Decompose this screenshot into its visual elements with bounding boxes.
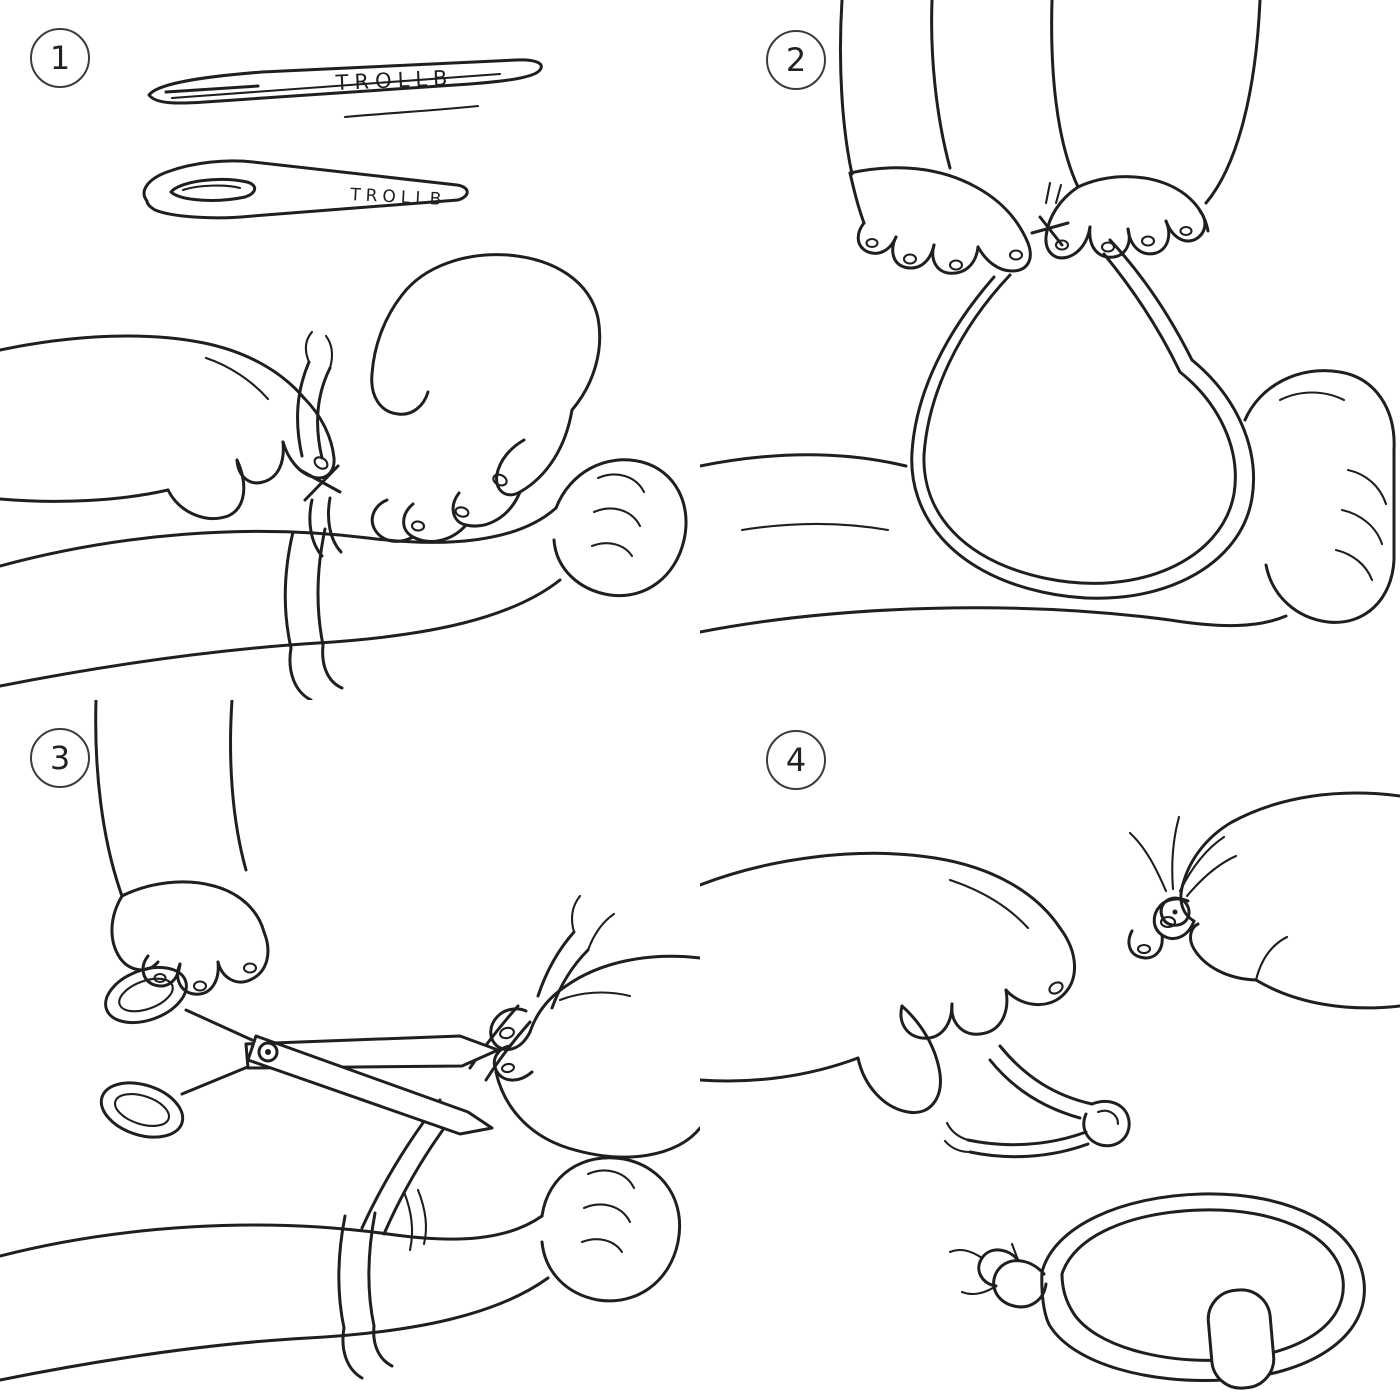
finished-bracelet xyxy=(948,1192,1366,1390)
right-pulling-hand xyxy=(1044,0,1262,260)
left-hand xyxy=(700,851,1076,1115)
brand-label-flat: TROLLB xyxy=(334,66,454,95)
knot xyxy=(298,464,343,558)
step-4-number: 4 xyxy=(785,741,807,779)
left-hand xyxy=(0,334,336,520)
scissors xyxy=(99,965,500,1139)
bracelet-bead xyxy=(1206,1288,1276,1390)
step-3-number: 3 xyxy=(49,739,71,777)
step-3-panel: 3 xyxy=(0,700,700,1400)
step-2-badge: 2 xyxy=(766,30,826,90)
small-knot xyxy=(1128,815,1238,927)
wearer-fist xyxy=(1243,369,1396,624)
strap-with-knot xyxy=(943,1044,1131,1159)
wearer-arm-and-fist xyxy=(0,1156,682,1382)
step-3-badge: 3 xyxy=(30,728,90,788)
hand-holding-strap xyxy=(489,954,700,1159)
scissors-blade-upper xyxy=(246,1034,494,1136)
left-pulling-hand xyxy=(838,0,1032,275)
step-2-panel: 2 xyxy=(700,0,1400,700)
bracelet-knot xyxy=(948,1242,1048,1309)
knot xyxy=(1030,181,1070,247)
scissors-pivot-screw xyxy=(257,1041,279,1063)
wearer-arm-and-fist xyxy=(0,458,688,688)
strap-loop xyxy=(910,238,1255,600)
step-1-number: 1 xyxy=(49,39,71,77)
step-4-illustration xyxy=(700,791,1400,1390)
step-1-panel: 1 TROLLB TROLLB xyxy=(0,0,700,700)
wearer-forearm xyxy=(700,453,1288,634)
looped-strap: TROLLB xyxy=(142,159,469,220)
wrist-strap xyxy=(337,1188,428,1380)
step-2-illustration xyxy=(700,0,1396,634)
step-3-illustration xyxy=(0,700,700,1382)
step-2-number: 2 xyxy=(785,41,807,79)
flat-strap: TROLLB xyxy=(147,58,543,119)
step-1-badge: 1 xyxy=(30,28,90,88)
step-1-illustration: TROLLB TROLLB xyxy=(0,58,688,700)
right-hand xyxy=(370,253,602,543)
step-4-panel: 4 xyxy=(700,700,1400,1400)
hand-holding-scissors xyxy=(94,700,270,996)
wrist-strap xyxy=(283,330,344,700)
step-4-badge: 4 xyxy=(766,730,826,790)
